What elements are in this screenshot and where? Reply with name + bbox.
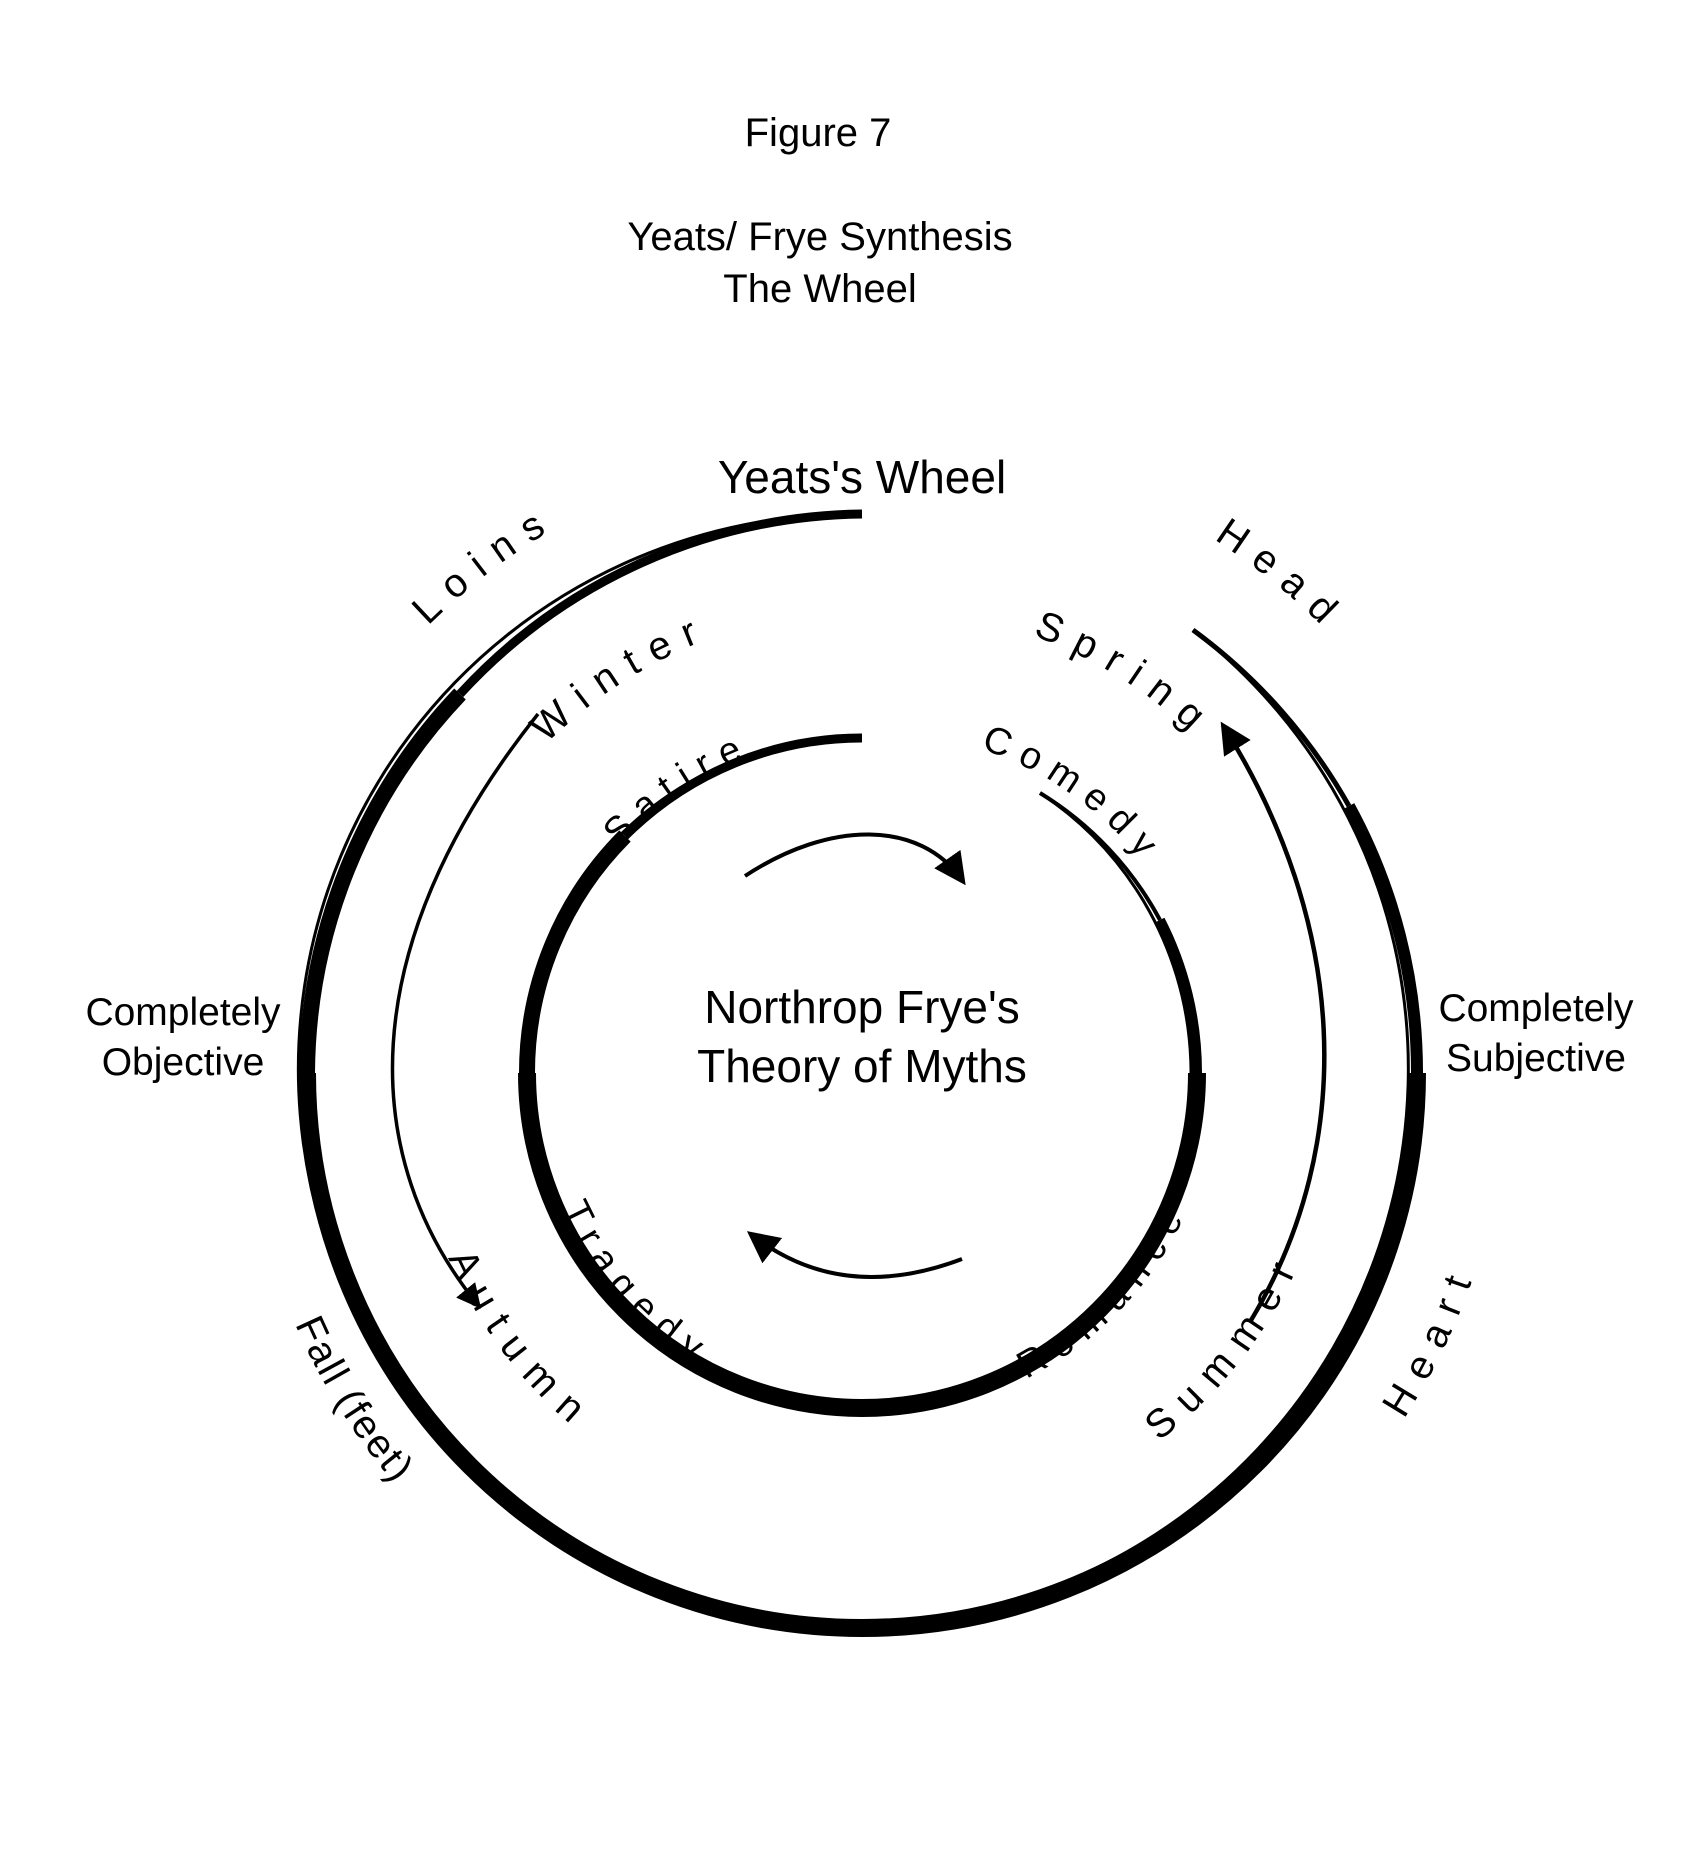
figure-number: Figure 7 [745,111,892,155]
inner-top-arrow [743,832,966,886]
outer-wheel-ring [296,509,1426,1637]
completely-subjective-line2: Subjective [1446,1037,1626,1080]
completely-subjective-line1: Completely [1438,987,1634,1030]
label-romance: Romance [1010,1194,1196,1387]
label-satire: Satire [595,724,757,854]
left-down-arrow [390,712,540,1309]
right-up-arrow [1220,721,1327,1324]
label-comedy: Comedy [977,718,1172,873]
label-heart: Heart [1374,1257,1485,1424]
completely-objective-line2: Objective [102,1041,265,1084]
outer-wheel-title: Yeats's Wheel [718,451,1006,503]
label-spring: Spring [1029,603,1224,748]
label-tragedy: Tragedy [554,1194,720,1375]
figure-title-line2: The Wheel [723,267,916,311]
label-autumn: Autumn [440,1243,604,1441]
inner-wheel-ring [518,733,1206,1417]
inner-bottom-arrow [746,1231,963,1279]
label-winter: Winter [522,605,716,751]
figure-title-line1: Yeats/ Frye Synthesis [627,215,1012,259]
label-fall-feet: Fall (feet) [287,1309,423,1491]
label-head: Head [1209,510,1356,641]
center-label-line2: Theory of Myths [697,1040,1027,1092]
center-label-line1: Northrop Frye's [704,981,1020,1033]
completely-objective-line1: Completely [85,991,281,1034]
